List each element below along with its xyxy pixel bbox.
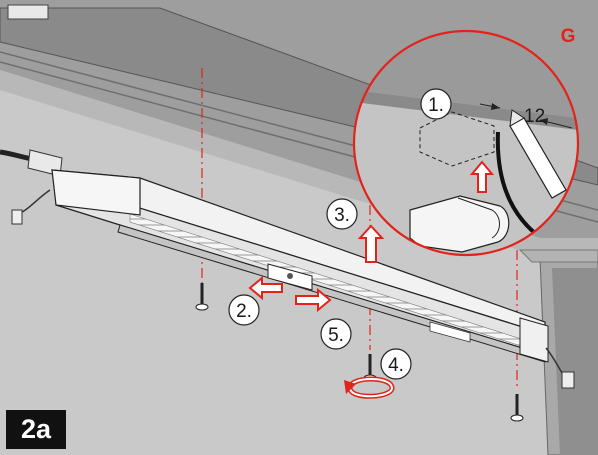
detail-letter: G — [561, 26, 576, 47]
rail-end-left — [51, 169, 141, 216]
door-frame-inner — [552, 268, 598, 455]
step-label: 3. — [334, 205, 350, 226]
slider-screw — [287, 273, 293, 279]
top-clip — [7, 4, 49, 20]
step-label: 2. — [236, 301, 252, 322]
detail-view: 12 1. — [352, 29, 580, 257]
right-plug — [561, 371, 575, 389]
rotate-arrow-icon — [344, 376, 395, 399]
step-callout-5: 5. — [320, 318, 352, 350]
step-callout-2: 2. — [228, 294, 260, 326]
dimension-label: 12 — [524, 106, 545, 127]
step-callout-1: 1. — [420, 88, 452, 120]
step-callout-4: 4. — [380, 348, 412, 380]
screw — [195, 283, 209, 311]
step-callout-3: 3. — [326, 198, 358, 230]
arrow-right-icon — [295, 287, 332, 313]
step-label: 1. — [428, 95, 444, 116]
screw — [510, 394, 524, 422]
panel-label: 2a — [6, 410, 66, 449]
arrow-up-icon — [357, 224, 385, 263]
rail-end-right — [519, 317, 549, 363]
step-label: 5. — [328, 325, 344, 346]
wire-plug — [11, 209, 23, 225]
rail-part — [429, 321, 471, 343]
cable-wire — [21, 189, 51, 213]
step-label: 4. — [388, 355, 404, 376]
door-frame-top — [518, 249, 598, 263]
arrow-left-icon — [248, 275, 283, 301]
